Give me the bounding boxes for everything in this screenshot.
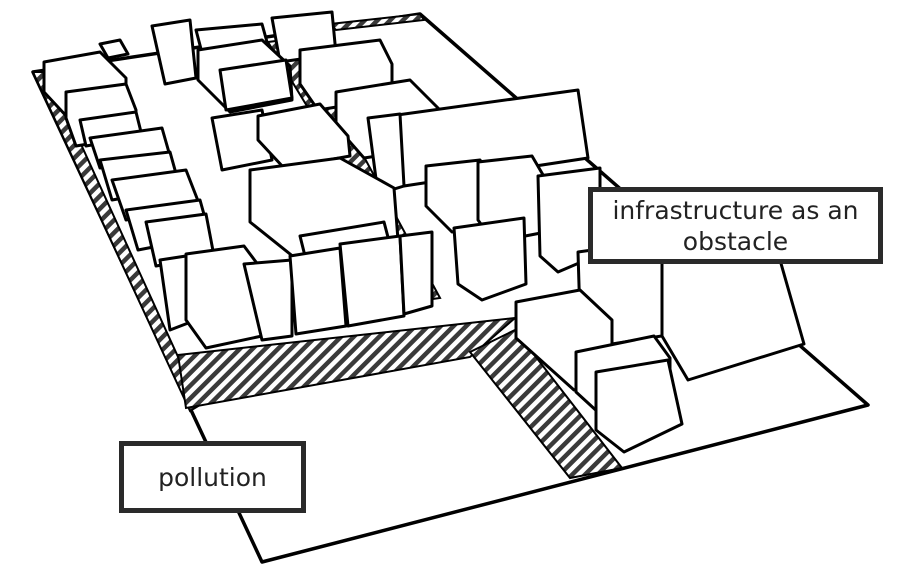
building (398, 230, 434, 316)
building (452, 216, 528, 302)
building (288, 246, 348, 336)
building (242, 258, 294, 342)
pollution-text: pollution (158, 462, 267, 492)
pollution-strip-main-road (176, 316, 519, 410)
building (594, 358, 684, 454)
infrastructure-obstacle-label: infrastructure as an obstacle (588, 187, 883, 264)
building (218, 58, 294, 112)
buildings (42, 10, 806, 454)
building (256, 102, 352, 170)
building (150, 18, 198, 86)
building (366, 112, 406, 196)
building (338, 234, 406, 328)
pollution-label: pollution (119, 441, 306, 513)
infrastructure-obstacle-text: infrastructure as an obstacle (612, 195, 859, 256)
pollution-strip-south-road (468, 328, 624, 480)
building (98, 38, 130, 60)
